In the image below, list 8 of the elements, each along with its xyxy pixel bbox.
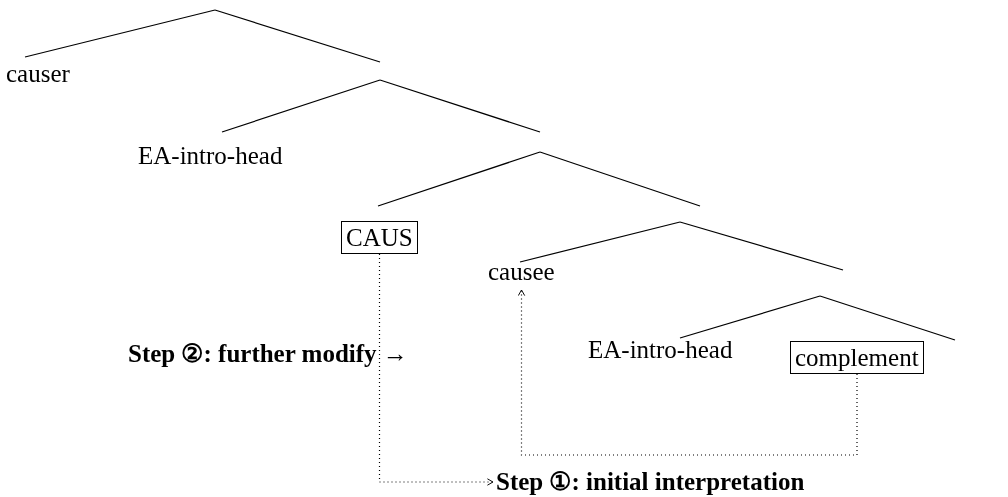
step-label: Step ①: initial interpretation	[496, 466, 805, 497]
boxed-label: CAUS	[341, 221, 418, 255]
step-label: Step ②: further modify →	[128, 339, 408, 369]
tree-label: EA-intro-head	[138, 140, 283, 172]
tree-label: EA-intro-head	[588, 334, 733, 366]
boxed-label: complement	[790, 341, 924, 375]
tree-label: causer	[6, 58, 70, 90]
tree-label: causee	[488, 256, 555, 288]
